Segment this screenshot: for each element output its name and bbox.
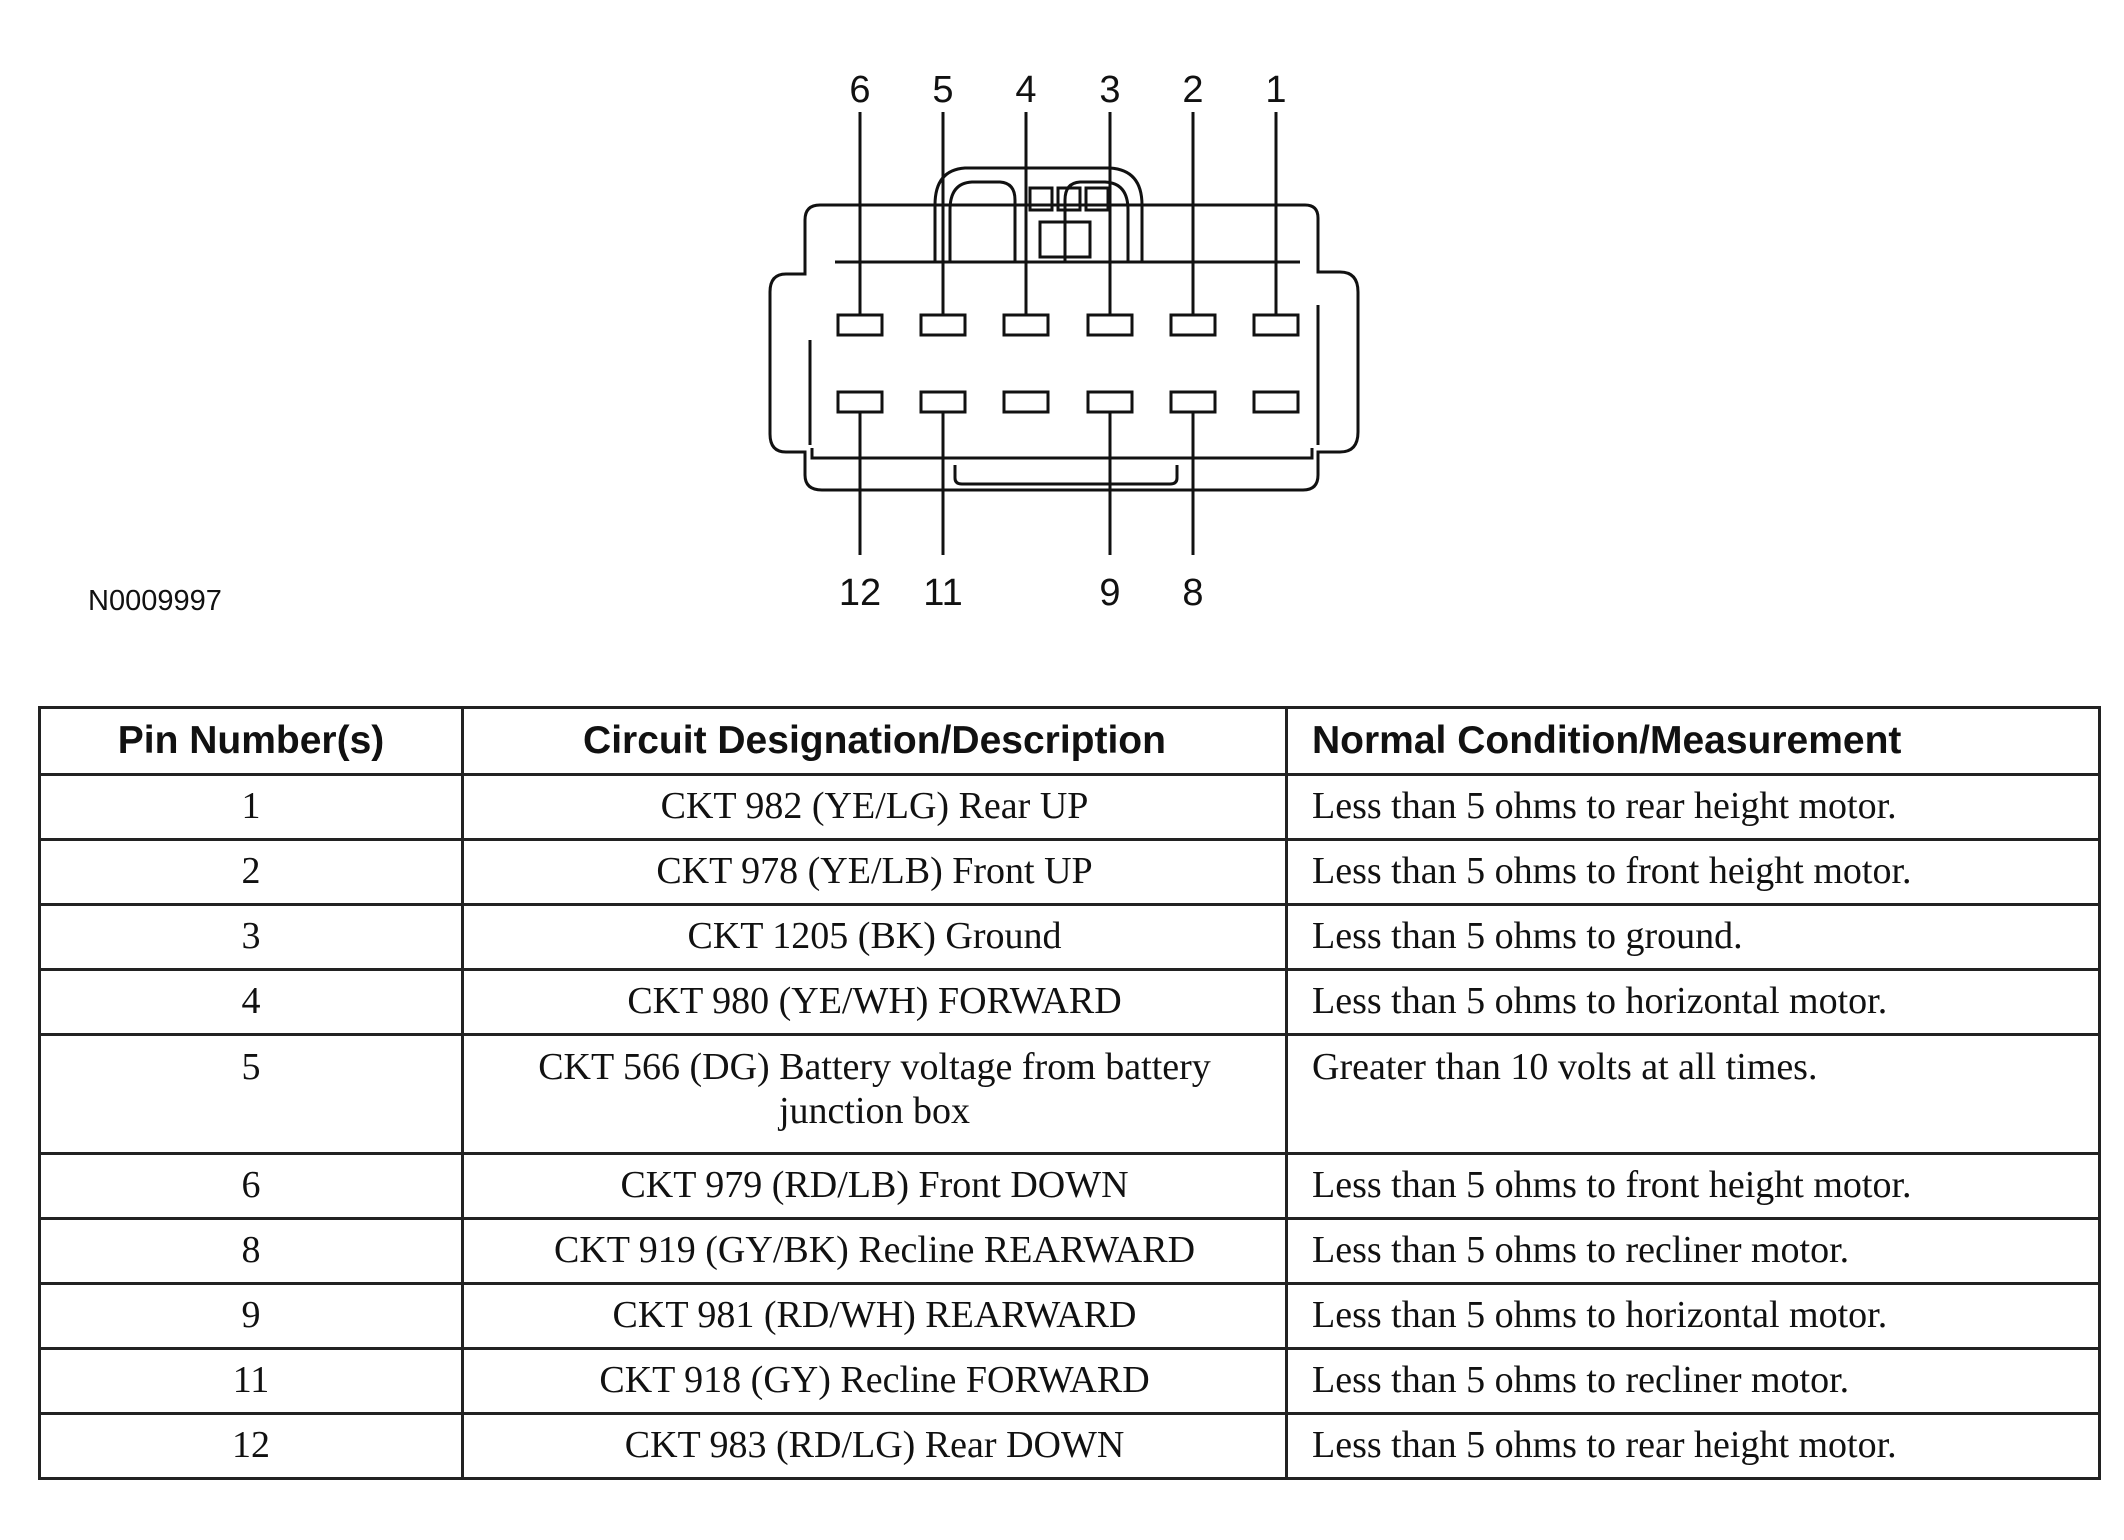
pin-cell: 3	[38, 903, 464, 971]
terminal-cavity	[1002, 313, 1050, 337]
terminal-cavity	[919, 390, 967, 414]
circuit-cell: CKT 1205 (BK) Ground	[461, 903, 1288, 971]
table-row: 8 CKT 919 (GY/BK) Recline REARWARD Less …	[38, 1217, 2101, 1285]
pin-cell: 1	[38, 773, 464, 841]
header-row: Pin Number(s) Circuit Designation/Descri…	[38, 706, 2101, 776]
table-row: 1 CKT 982 (YE/LG) Rear UP Less than 5 oh…	[38, 773, 2101, 841]
condition-cell: Less than 5 ohms to horizontal motor.	[1285, 968, 2101, 1036]
terminal-cavity	[836, 390, 884, 414]
pin-cell: 4	[38, 968, 464, 1036]
table-row: 4 CKT 980 (YE/WH) FORWARD Less than 5 oh…	[38, 968, 2101, 1036]
terminal-cavity	[1086, 313, 1134, 337]
circuit-cell: CKT 918 (GY) Recline FORWARD	[461, 1347, 1288, 1415]
circuit-cell: CKT 981 (RD/WH) REARWARD	[461, 1282, 1288, 1350]
pin-cell: 9	[38, 1282, 464, 1350]
circuit-cell: CKT 983 (RD/LG) Rear DOWN	[461, 1412, 1288, 1480]
pin-label: 2	[1182, 69, 1203, 111]
pin-label: 4	[1015, 69, 1036, 111]
pin-cell: 2	[38, 838, 464, 906]
pin-table: Pin Number(s) Circuit Designation/Descri…	[38, 706, 2101, 1480]
condition-cell: Less than 5 ohms to horizontal motor.	[1285, 1282, 2101, 1350]
figure-id: N0009997	[88, 585, 222, 617]
connector-housing	[768, 203, 1360, 492]
condition-cell: Less than 5 ohms to ground.	[1285, 903, 2101, 971]
condition-cell: Less than 5 ohms to rear height motor.	[1285, 773, 2101, 841]
pin-label: 5	[932, 69, 953, 111]
circuit-cell: CKT 919 (GY/BK) Recline REARWARD	[461, 1217, 1288, 1285]
table-row: 12 CKT 983 (RD/LG) Rear DOWN Less than 5…	[38, 1412, 2101, 1480]
table-row: 2 CKT 978 (YE/LB) Front UP Less than 5 o…	[38, 838, 2101, 906]
circuit-cell: CKT 979 (RD/LB) Front DOWN	[461, 1152, 1288, 1220]
condition-cell: Less than 5 ohms to recliner motor.	[1285, 1217, 2101, 1285]
pin-label: 12	[839, 572, 881, 614]
pin-label: 3	[1099, 69, 1120, 111]
pin-label: 8	[1182, 572, 1203, 614]
circuit-cell: CKT 980 (YE/WH) FORWARD	[461, 968, 1288, 1036]
terminal-cavity	[1086, 390, 1134, 414]
terminal-cavity	[1252, 390, 1300, 414]
terminal-cavity	[1169, 313, 1217, 337]
terminal-cavity	[1252, 313, 1300, 337]
connector-key	[953, 465, 1179, 486]
pin-label: 9	[1099, 572, 1120, 614]
header-pin: Pin Number(s)	[38, 706, 464, 776]
pin-label: 6	[849, 69, 870, 111]
table-row: 11 CKT 918 (GY) Recline FORWARD Less tha…	[38, 1347, 2101, 1415]
connector-diagram: 6 5 4 3 2 1 12 11 9 8	[768, 69, 1360, 614]
condition-cell: Less than 5 ohms to rear height motor.	[1285, 1412, 2101, 1480]
condition-cell: Less than 5 ohms to recliner motor.	[1285, 1347, 2101, 1415]
header-circuit: Circuit Designation/Description	[461, 706, 1288, 776]
terminal-cavity	[1002, 390, 1050, 414]
pin-cell: 5	[38, 1033, 464, 1155]
pin-label: 1	[1265, 69, 1286, 111]
terminal-cavity	[919, 313, 967, 337]
condition-cell: Less than 5 ohms to front height motor.	[1285, 838, 2101, 906]
pin-label: 11	[923, 572, 962, 614]
terminal-cavity	[836, 313, 884, 337]
terminal-cavity	[1169, 390, 1217, 414]
table-row: 6 CKT 979 (RD/LB) Front DOWN Less than 5…	[38, 1152, 2101, 1220]
circuit-cell: CKT 566 (DG) Battery voltage from batter…	[461, 1033, 1288, 1155]
header-condition: Normal Condition/Measurement	[1285, 706, 2101, 776]
pin-cell: 11	[38, 1347, 464, 1415]
table-row: 9 CKT 981 (RD/WH) REARWARD Less than 5 o…	[38, 1282, 2101, 1350]
pin-cell: 6	[38, 1152, 464, 1220]
circuit-cell: CKT 978 (YE/LB) Front UP	[461, 838, 1288, 906]
table-row: 3 CKT 1205 (BK) Ground Less than 5 ohms …	[38, 903, 2101, 971]
pin-cell: 8	[38, 1217, 464, 1285]
connector-latch	[933, 166, 1144, 262]
table-row: 5 CKT 566 (DG) Battery voltage from batt…	[38, 1033, 2101, 1155]
circuit-cell: CKT 982 (YE/LG) Rear UP	[461, 773, 1288, 841]
condition-cell: Greater than 10 volts at all times.	[1285, 1033, 2101, 1155]
pin-cell: 12	[38, 1412, 464, 1480]
condition-cell: Less than 5 ohms to front height motor.	[1285, 1152, 2101, 1220]
